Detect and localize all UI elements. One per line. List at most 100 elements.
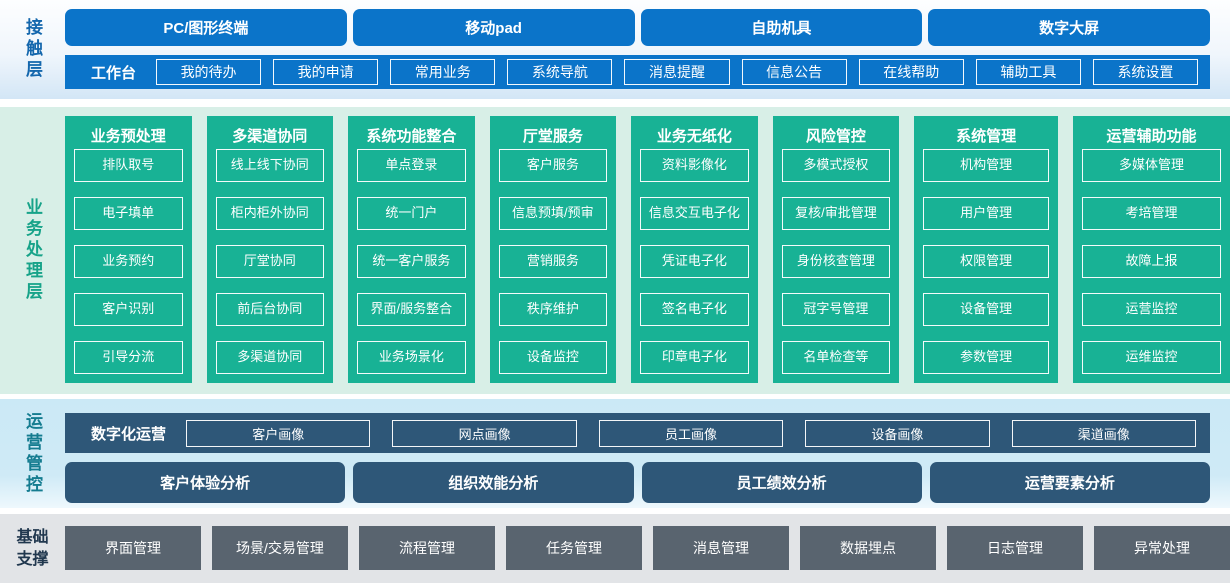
business-column: 多渠道协同线上线下协同柜内柜外协同厅堂协同前后台协同多渠道协同 [206,116,334,383]
business-column: 风险管控多模式授权复核/审批管理身份核查管理冠字号管理名单检查等 [772,116,900,383]
column-title: 系统管理 [956,127,1017,145]
column-item: 身份核查管理 [781,245,891,278]
column-title: 厅堂服务 [522,127,583,145]
business-column: 运营辅助功能多媒体管理考培管理故障上报运营监控运维监控 [1073,116,1230,383]
column-title: 风险管控 [805,127,866,145]
workbench-label: 工作台 [91,64,137,82]
column-item: 运营监控 [1082,293,1221,326]
business-column: 系统功能整合单点登录统一门户统一客户服务界面/服务整合业务场景化 [348,116,475,383]
column-item: 故障上报 [1082,245,1221,278]
foundation-item: 任务管理 [506,526,642,570]
analysis-bar: 客户体验分析 [65,462,346,503]
digital-operations-bar: 数字化运营 客户画像网点画像员工画像设备画像渠道画像 [65,413,1210,453]
column-item: 界面/服务整合 [357,293,466,326]
column-item: 设备监控 [498,341,608,374]
column-item: 统一门户 [357,197,466,230]
channel-bar: PC/图形终端 [65,9,347,46]
column-item: 凭证电子化 [640,245,749,278]
workbench-item: 常用业务 [390,59,496,85]
column-item: 权限管理 [923,245,1050,278]
business-column: 业务预处理排队取号电子填单业务预约客户识别引导分流 [65,116,192,383]
column-items: 多模式授权复核/审批管理身份核查管理冠字号管理名单检查等 [781,149,891,374]
column-item: 多模式授权 [781,149,891,182]
column-items: 线上线下协同柜内柜外协同厅堂协同前后台协同多渠道协同 [215,149,325,374]
column-item: 引导分流 [74,341,183,374]
column-items: 单点登录统一门户统一客户服务界面/服务整合业务场景化 [357,149,466,374]
column-item: 厅堂协同 [215,245,325,278]
workbench-item: 消息提醒 [624,59,730,85]
operations-label: 运营管控 [23,411,42,496]
business-column: 系统管理机构管理用户管理权限管理设备管理参数管理 [914,116,1059,383]
column-item: 印章电子化 [640,341,749,374]
contact-layer-label: 接触层 [23,18,42,81]
workbench-items-row: 我的待办我的申请常用业务系统导航消息提醒信息公告在线帮助辅助工具系统设置 [156,59,1198,85]
analysis-bar: 组织效能分析 [353,462,634,503]
analysis-bar: 运营要素分析 [929,462,1210,503]
column-item: 信息预填/预审 [498,197,608,230]
business-processing-layer-section: 业务处理层 业务预处理排队取号电子填单业务预约客户识别引导分流多渠道协同线上线下… [0,107,1230,394]
column-item: 客户服务 [498,149,608,182]
channel-bar: 移动pad [352,9,635,46]
column-item: 统一客户服务 [357,245,466,278]
persona-box: 员工画像 [598,419,784,447]
column-items: 排队取号电子填单业务预约客户识别引导分流 [74,149,183,374]
business-layer-label: 业务处理层 [23,198,42,303]
foundation-item: 异常处理 [1094,526,1230,570]
foundation-item: 场景/交易管理 [212,526,348,570]
column-item: 资料影像化 [640,149,749,182]
business-column: 厅堂服务客户服务信息预填/预审营销服务秩序维护设备监控 [489,116,617,383]
column-item: 设备管理 [923,293,1050,326]
column-items: 多媒体管理考培管理故障上报运营监控运维监控 [1082,149,1221,374]
persona-box: 设备画像 [805,419,990,447]
column-item: 柜内柜外协同 [215,197,325,230]
operations-body: 数字化运营 客户画像网点画像员工画像设备画像渠道画像 客户体验分析组织效能分析员… [65,399,1230,508]
foundation-label-wrap: 基础支撑 [0,514,65,583]
workbench-item: 我的待办 [156,59,262,85]
column-item: 考培管理 [1082,197,1221,230]
workbench-item: 辅助工具 [975,59,1081,85]
column-item: 多媒体管理 [1082,149,1221,182]
foundation-label: 基础支撑 [16,528,49,568]
foundation-item: 消息管理 [653,526,789,570]
business-columns-row: 业务预处理排队取号电子填单业务预约客户识别引导分流多渠道协同线上线下协同柜内柜外… [65,107,1230,394]
operations-label-wrap: 运营管控 [0,399,65,508]
column-item: 前后台协同 [215,293,325,326]
workbench-item: 我的申请 [273,59,379,85]
column-item: 业务预约 [74,245,183,278]
business-column: 业务无纸化资料影像化信息交互电子化凭证电子化签名电子化印章电子化 [631,116,758,383]
workbench-item: 信息公告 [741,59,847,85]
column-item: 客户识别 [74,293,183,326]
channel-bar: 自助机具 [640,9,923,46]
business-layer-label-wrap: 业务处理层 [0,107,65,394]
column-item: 冠字号管理 [781,293,891,326]
column-item: 单点登录 [357,149,466,182]
column-item: 营销服务 [498,245,608,278]
foundation-item: 界面管理 [65,526,201,570]
persona-box: 客户画像 [186,419,371,447]
analysis-bars-row: 客户体验分析组织效能分析员工绩效分析运营要素分析 [65,462,1210,503]
column-title: 业务无纸化 [656,127,732,145]
persona-boxes-row: 客户画像网点画像员工画像设备画像渠道画像 [186,419,1196,447]
workbench-item: 在线帮助 [858,59,964,85]
column-title: 系统功能整合 [366,127,457,145]
foundation-item: 日志管理 [947,526,1083,570]
foundation-items-row: 界面管理场景/交易管理流程管理任务管理消息管理数据埋点日志管理异常处理 [65,514,1230,583]
operations-management-section: 运营管控 数字化运营 客户画像网点画像员工画像设备画像渠道画像 客户体验分析组织… [0,399,1230,508]
column-item: 签名电子化 [640,293,749,326]
column-item: 业务场景化 [357,341,466,374]
workbench-item: 系统设置 [1092,59,1198,85]
column-item: 复核/审批管理 [781,197,891,230]
column-title: 运营辅助功能 [1106,127,1197,145]
persona-box: 网点画像 [392,419,577,447]
column-item: 用户管理 [923,197,1050,230]
column-items: 机构管理用户管理权限管理设备管理参数管理 [923,149,1050,374]
column-item: 线上线下协同 [215,149,325,182]
persona-box: 渠道画像 [1011,419,1196,447]
column-item: 排队取号 [74,149,183,182]
foundation-support-section: 基础支撑 界面管理场景/交易管理流程管理任务管理消息管理数据埋点日志管理异常处理 [0,514,1230,583]
column-item: 机构管理 [923,149,1050,182]
column-title: 业务预处理 [90,127,166,145]
channel-bar: 数字大屏 [928,9,1210,46]
